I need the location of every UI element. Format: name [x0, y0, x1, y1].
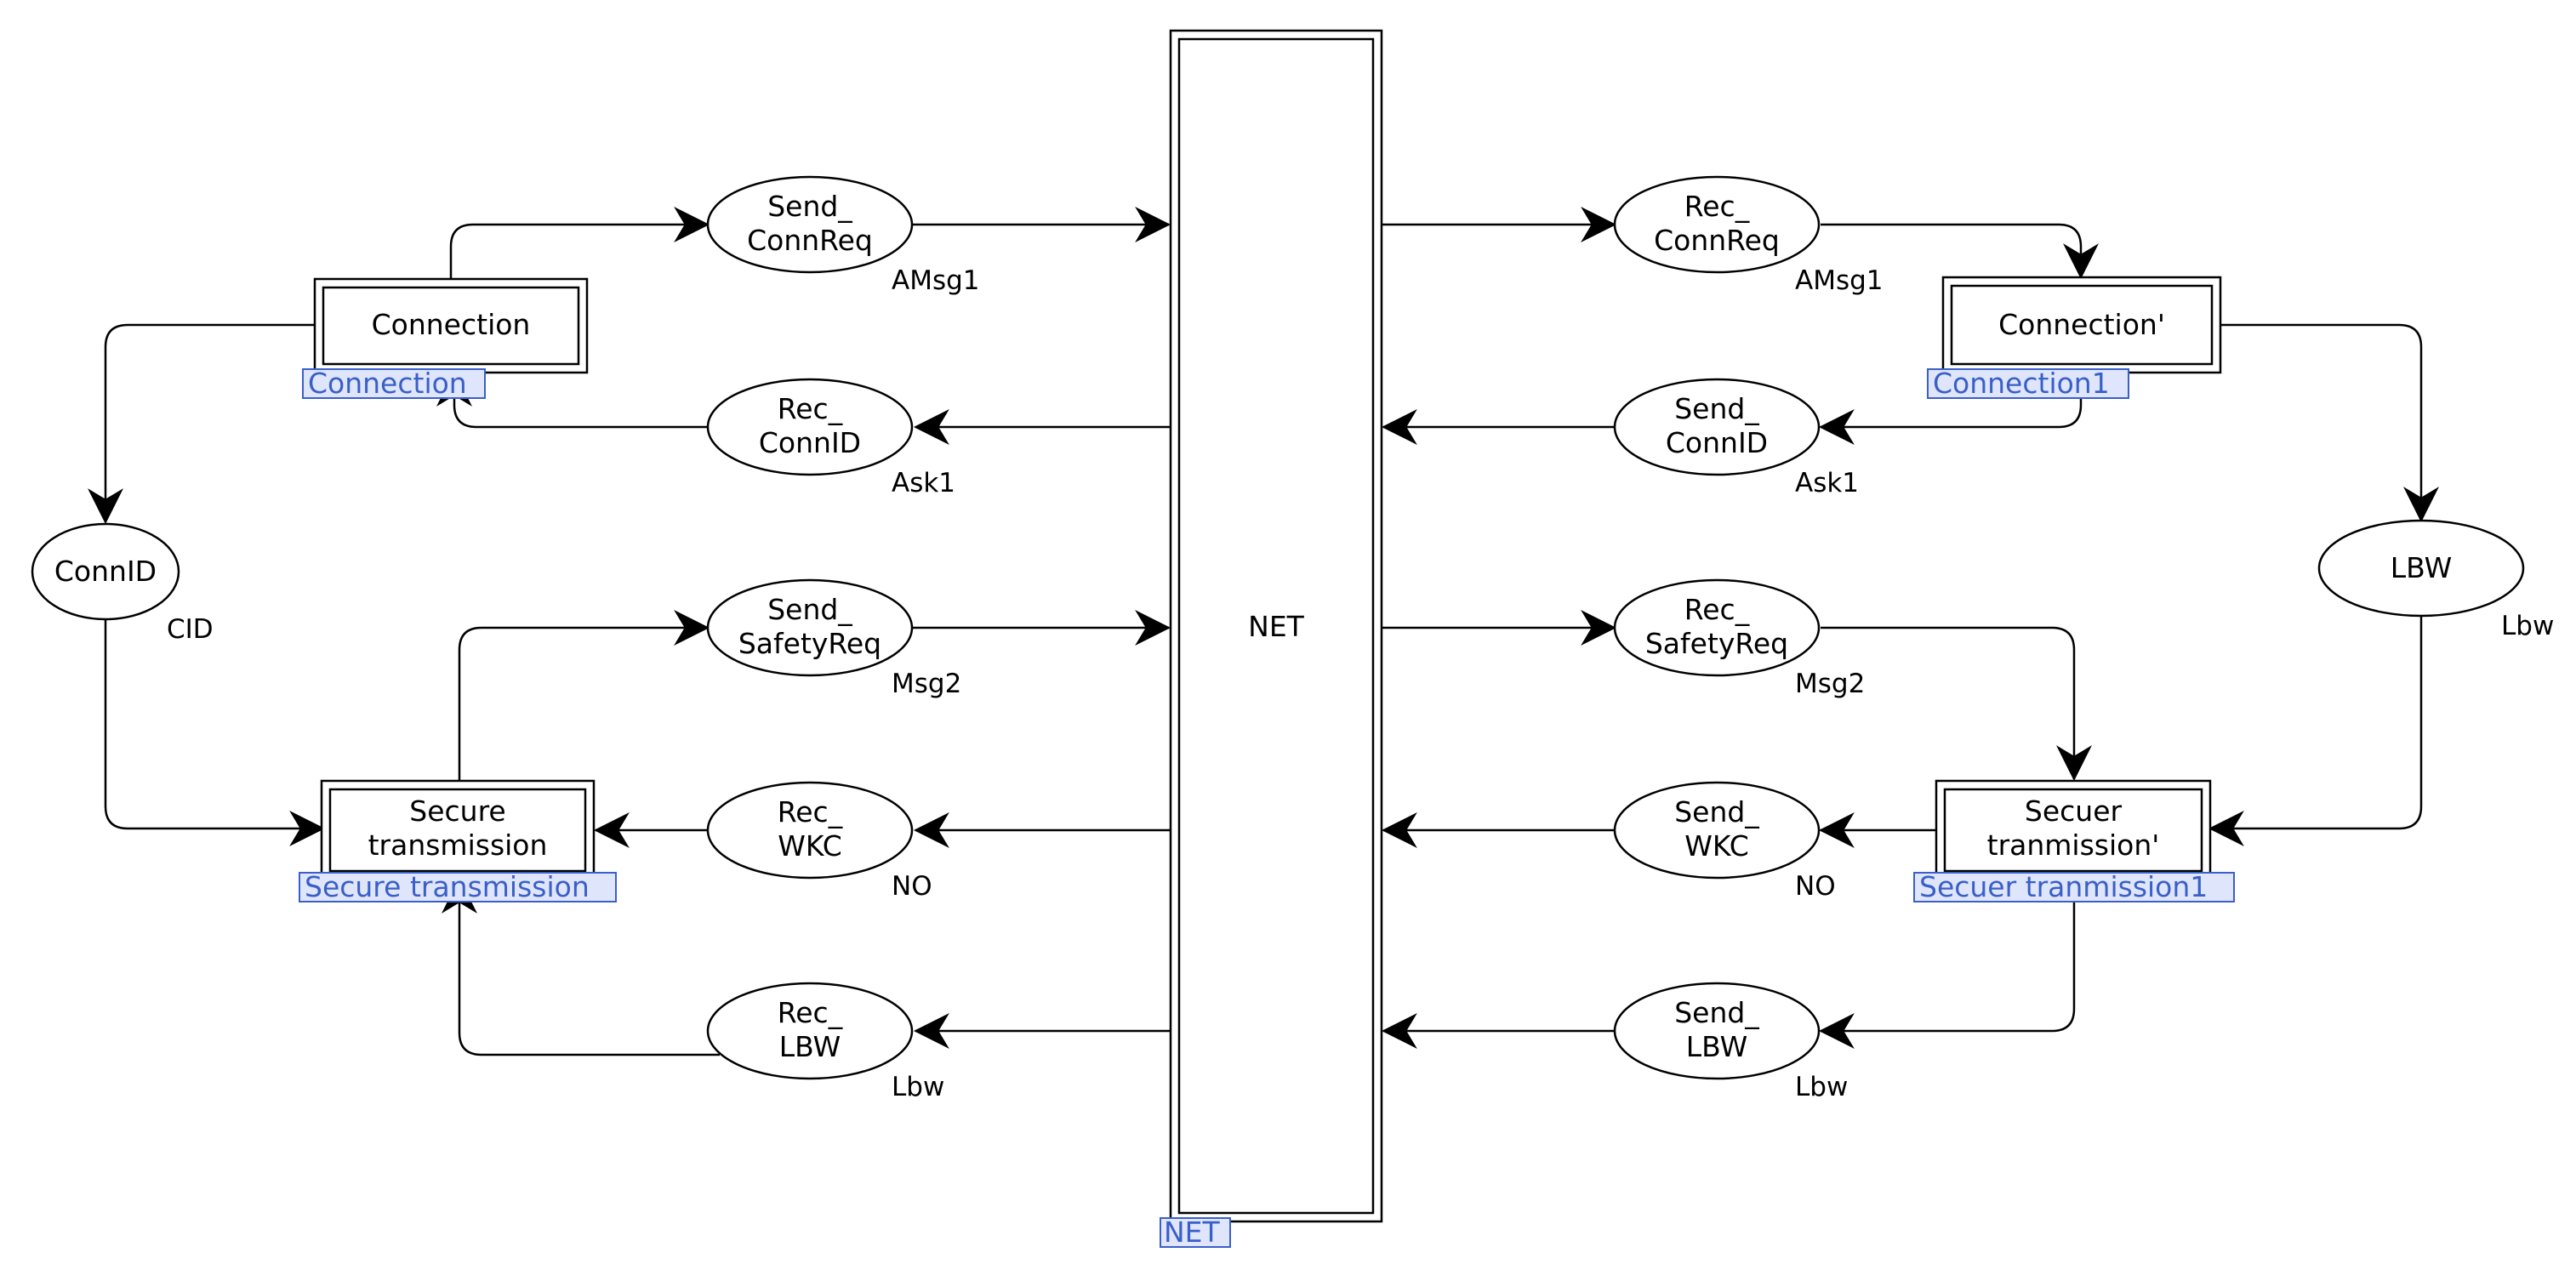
place-rec-safetyreq[interactable]: Rec_ SafetyReq — [1613, 578, 1821, 677]
svg-text:Secure transmission: Secure transmission — [305, 870, 590, 903]
type-send-connid: Ask1 — [1795, 468, 1859, 498]
arcs — [88, 207, 2439, 1056]
place-send-connid[interactable]: Send_ ConnID — [1613, 378, 1821, 476]
svg-text:ConnID: ConnID — [54, 555, 157, 588]
arc-secure-to-send-safetyreq — [458, 610, 710, 781]
arc-connid-to-secure — [104, 619, 326, 846]
type-send-connreq: AMsg1 — [892, 265, 980, 296]
type-send-wkc: NO — [1795, 871, 1836, 902]
secure-transmission-label-1: Secure — [409, 794, 505, 828]
svg-text:LBW: LBW — [2391, 551, 2452, 584]
svg-text:SafetyReq: SafetyReq — [1645, 627, 1788, 660]
secuer-tranmission-label-1: Secuer — [2025, 794, 2123, 828]
svg-text:ConnReq: ConnReq — [1654, 224, 1780, 257]
type-rec-wkc: NO — [892, 871, 932, 902]
arc-rec-connreq-to-connection-prime — [1821, 223, 2099, 280]
svg-text:Secuer tranmission1: Secuer tranmission1 — [1919, 870, 2208, 903]
arc-connection-to-connid — [88, 323, 315, 525]
arc-connection-prime-to-lbw — [2220, 323, 2439, 523]
arc-rec-connid-to-connection — [436, 370, 708, 429]
place-rec-connreq[interactable]: Rec_ ConnReq — [1613, 175, 1821, 274]
type-rec-connreq: AMsg1 — [1795, 265, 1884, 296]
connection-tag: Connection — [302, 367, 486, 400]
svg-text:Send_: Send_ — [1674, 392, 1759, 425]
connection-prime-label: Connection' — [1998, 308, 2165, 341]
svg-text:LBW: LBW — [1686, 1030, 1747, 1063]
connection-transition[interactable]: Connection — [313, 277, 589, 374]
arc-connection-prime-to-send-connid — [1818, 373, 2083, 445]
secuer-tranmission-label-2: tranmission' — [1987, 828, 2160, 862]
svg-text:Rec_: Rec_ — [778, 996, 843, 1029]
svg-text:Send_: Send_ — [1674, 795, 1759, 828]
type-send-lbw: Lbw — [1795, 1072, 1848, 1102]
place-send-connreq[interactable]: Send_ ConnReq — [706, 175, 914, 274]
connection-prime-tag: Connection1 — [1927, 367, 2129, 400]
arc-secure-right-to-send-lbw — [1818, 880, 2076, 1049]
svg-text:Rec_: Rec_ — [1684, 593, 1750, 626]
place-lbw[interactable]: LBW — [2317, 519, 2525, 618]
arc-connection-to-send-connreq — [449, 207, 710, 279]
type-send-safetyreq: Msg2 — [892, 669, 961, 699]
svg-text:Rec_: Rec_ — [778, 795, 843, 828]
secure-transmission-transition[interactable]: Secure transmission — [320, 779, 596, 881]
svg-text:ConnID: ConnID — [759, 426, 861, 459]
type-connid: CID — [167, 614, 214, 645]
svg-text:Connection: Connection — [308, 367, 467, 400]
place-rec-lbw[interactable]: Rec_ LBW — [706, 982, 914, 1080]
svg-text:Send_: Send_ — [767, 190, 852, 223]
svg-text:ConnID: ConnID — [1666, 426, 1768, 459]
place-connid[interactable]: ConnID — [31, 522, 180, 621]
svg-text:WKC: WKC — [778, 829, 842, 863]
svg-text:Send_: Send_ — [767, 593, 852, 626]
connection-prime-transition[interactable]: Connection' — [1941, 276, 2222, 374]
place-send-safetyreq[interactable]: Send_ SafetyReq — [706, 578, 914, 677]
place-rec-connid[interactable]: Rec_ ConnID — [706, 378, 914, 476]
type-lbw: Lbw — [2501, 611, 2554, 641]
net-transition[interactable]: NET — [1169, 29, 1383, 1223]
net-label: NET — [1248, 610, 1305, 643]
secure-transmission-tag: Secure transmission — [299, 870, 617, 903]
secuer-tranmission-tag: Secuer tranmission1 — [1913, 870, 2235, 903]
svg-text:ConnReq: ConnReq — [747, 224, 873, 257]
type-rec-lbw: Lbw — [892, 1072, 944, 1102]
svg-text:NET: NET — [1164, 1216, 1221, 1249]
arc-rec-lbw-to-secure — [442, 877, 720, 1056]
arc-rec-safetyreq-to-secure-right — [1821, 626, 2092, 782]
connection-label: Connection — [372, 308, 531, 341]
svg-text:SafetyReq: SafetyReq — [738, 627, 881, 660]
svg-text:Rec_: Rec_ — [1684, 190, 1750, 223]
secure-transmission-label-2: transmission — [368, 828, 548, 862]
type-rec-connid: Ask1 — [892, 468, 955, 498]
svg-text:WKC: WKC — [1684, 829, 1749, 863]
net-tag: NET — [1160, 1216, 1231, 1249]
secuer-tranmission-transition[interactable]: Secuer tranmission' — [1935, 779, 2212, 881]
svg-text:Connection1: Connection1 — [1933, 367, 2110, 400]
place-send-lbw[interactable]: Send_ LBW — [1613, 982, 1821, 1080]
svg-text:Send_: Send_ — [1674, 996, 1759, 1029]
arc-lbw-to-secure-right — [2208, 616, 2423, 846]
type-rec-safetyreq: Msg2 — [1795, 669, 1865, 699]
place-rec-wkc[interactable]: Rec_ WKC — [706, 781, 914, 880]
svg-text:LBW: LBW — [779, 1030, 841, 1063]
svg-text:Rec_: Rec_ — [778, 392, 843, 425]
place-send-wkc[interactable]: Send_ WKC — [1613, 781, 1821, 880]
